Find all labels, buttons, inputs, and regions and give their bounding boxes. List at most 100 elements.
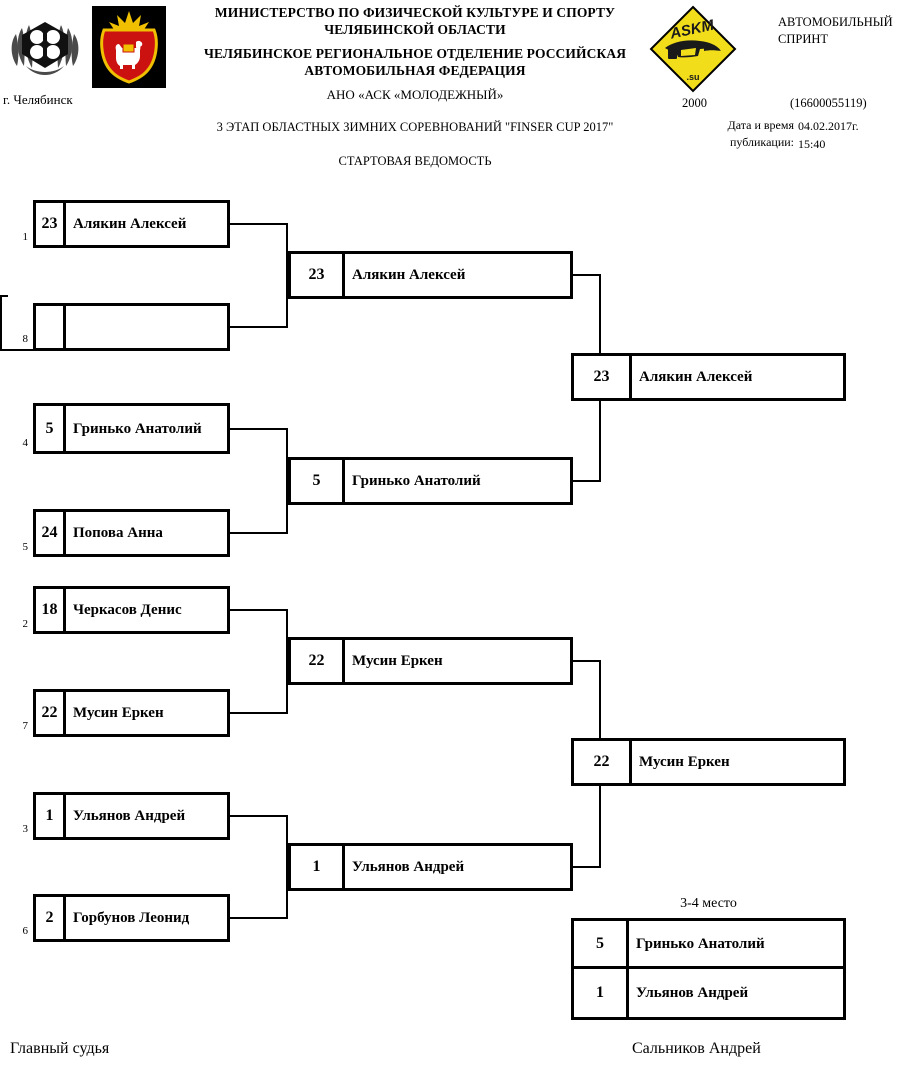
seed-label-4: 4 [22, 437, 29, 449]
judge-name: Сальников Андрей [632, 1040, 761, 1057]
seed-label-7: 7 [22, 720, 29, 732]
connector-r2-4-out [571, 866, 601, 868]
match-r2-4-number: 1 [291, 846, 345, 888]
seed-label-2: 2 [22, 618, 29, 630]
connector-r2-3-out [571, 660, 601, 662]
match-r1-3[interactable]: 5 Гринько Анатолий [33, 403, 230, 454]
seed-label-5: 5 [22, 541, 29, 553]
left-edge-connector-bottom [0, 349, 64, 351]
match-r1-1[interactable]: 23 Алякин Алексей [33, 200, 230, 248]
match-r2-2-name: Гринько Анатолий [352, 473, 481, 489]
match-r1-7-number: 1 [36, 795, 66, 837]
match-r1-1-name: Алякин Алексей [73, 216, 187, 232]
match-r1-2[interactable] [33, 303, 230, 351]
connector-r1-5-out [230, 609, 288, 611]
publication-label-line2: публикации: [729, 135, 794, 149]
match-r3-2-number: 22 [574, 741, 632, 783]
match-r3-1-number: 23 [574, 356, 632, 398]
match-r1-8[interactable]: 2 Горбунов Леонид [33, 894, 230, 942]
match-r2-4[interactable]: 1 Ульянов Андрей [288, 843, 573, 891]
organization-name: АНО «АСК «МОЛОДЕЖНЫЙ» [326, 87, 504, 102]
discipline-line1: АВТОМОБИЛЬНЫЙ [778, 15, 893, 29]
seed-label-8: 8 [22, 333, 29, 345]
ministry-title-line1: МИНИСТЕРСТВО ПО ФИЗИЧЕСКОЙ КУЛЬТУРЕ И СП… [214, 5, 616, 20]
document-header: г. Челябинск МИНИСТЕРСТВО ПО ФИЗИЧЕСКОЙ … [0, 0, 900, 175]
match-r2-3-number: 22 [291, 640, 345, 682]
place34-row-4th-name: Ульянов Андрей [636, 985, 749, 1001]
federation-title-line2: АВТОМОБИЛЬНАЯ ФЕДЕРАЦИЯ [304, 63, 526, 78]
match-r3-2[interactable]: 22 Мусин Еркен [571, 738, 846, 786]
match-r1-7[interactable]: 1 Ульянов Андрей [33, 792, 230, 840]
connector-r1-8-out [230, 917, 288, 919]
judge-role-label: Главный судья [10, 1040, 110, 1057]
match-r2-1[interactable]: 23 Алякин Алексей [288, 251, 573, 299]
ministry-emblem-logo [6, 8, 84, 86]
match-r1-2-name [66, 306, 227, 348]
left-edge-connector-vertical [0, 295, 2, 351]
connector-pair-d-vertical [286, 815, 288, 919]
match-r3-2-name: Мусин Еркен [639, 754, 730, 770]
connector-r1-3-out [230, 428, 288, 430]
seed-label-3: 3 [22, 823, 29, 835]
match-r1-4[interactable]: 24 Попова Анна [33, 509, 230, 557]
publication-time: 15:40 [798, 137, 826, 151]
match-r1-8-number: 2 [36, 897, 66, 939]
match-r2-3[interactable]: 22 Мусин Еркен [288, 637, 573, 685]
connector-pair-a-vertical [286, 223, 288, 328]
match-r1-6-number: 22 [36, 692, 66, 734]
askm-logo: ASKM .su [648, 4, 738, 94]
federation-title-line1: ЧЕЛЯБИНСКОЕ РЕГИОНАЛЬНОЕ ОТДЕЛЕНИЕ РОССИ… [203, 46, 627, 61]
discipline-title: АВТОМОБИЛЬНЫЙ СПРИНТ [778, 14, 900, 48]
place34-table[interactable]: 5 Гринько Анатолий 1 Ульянов Андрей [571, 918, 846, 1020]
match-r1-2-number [36, 306, 66, 348]
match-r2-2[interactable]: 5 Гринько Анатолий [288, 457, 573, 505]
connector-r1-7-out [230, 815, 288, 817]
connector-r1-2-out [230, 326, 288, 328]
event-title: 3 ЭТАП ОБЛАСТНЫХ ЗИМНИХ СОРЕВНОВАНИЙ "FI… [216, 120, 614, 134]
connector-r1-6-out [230, 712, 288, 714]
match-r2-1-name: Алякин Алексей [352, 267, 466, 283]
match-r1-5-name: Черкасов Денис [73, 602, 182, 618]
match-r2-4-name: Ульянов Андрей [352, 859, 465, 875]
place34-row-3rd-name: Гринько Анатолий [636, 935, 765, 952]
publication-label-line1: Дата и время [727, 118, 794, 132]
ministry-title-line2: ЧЕЛЯБИНСКОЙ ОБЛАСТИ [324, 22, 506, 37]
place34-row-3rd[interactable]: 5 Гринько Анатолий [574, 921, 843, 969]
seed-label-6: 6 [22, 925, 29, 937]
match-r1-3-name: Гринько Анатолий [73, 420, 202, 437]
left-edge-connector-top [0, 295, 8, 297]
connector-pair-c-vertical [286, 609, 288, 714]
connector-r2-2-out [571, 480, 601, 482]
code-number: 2000 [682, 96, 707, 110]
chelyabinsk-coat-of-arms [92, 6, 166, 88]
city-label: г. Челябинск [3, 92, 73, 107]
code-registry: (16600055119) [790, 96, 867, 110]
connector-r1-4-out [230, 532, 288, 534]
connector-pair-b-vertical [286, 428, 288, 534]
match-r2-3-name: Мусин Еркен [352, 653, 443, 669]
match-r1-3-number: 5 [36, 406, 66, 451]
match-r2-1-number: 23 [291, 254, 345, 296]
match-r1-1-number: 23 [36, 203, 66, 245]
connector-r2-1-out [571, 274, 601, 276]
match-r1-7-name: Ульянов Андрей [73, 808, 186, 824]
discipline-line2: СПРИНТ [778, 32, 829, 46]
match-r2-2-number: 5 [291, 460, 345, 502]
match-r1-8-name: Горбунов Леонид [73, 910, 190, 926]
match-r1-6-name: Мусин Еркен [73, 705, 164, 721]
place34-row-4th[interactable]: 1 Ульянов Андрей [574, 969, 843, 1017]
match-r1-5[interactable]: 18 Черкасов Денис [33, 586, 230, 634]
match-r3-1[interactable]: 23 Алякин Алексей [571, 353, 846, 401]
connector-r1-1-out [230, 223, 288, 225]
match-r1-4-number: 24 [36, 512, 66, 554]
place34-title: 3-4 место [680, 896, 737, 911]
tournament-bracket: 1 8 4 5 2 7 3 6 23 Алякин Алексей 5 Грин… [0, 175, 900, 1035]
publication-date: 04.02.2017г. [798, 119, 859, 133]
document-footer: Главный судья Сальников Андрей [0, 1040, 900, 1076]
match-r1-4-name: Попова Анна [73, 525, 163, 541]
place34-row-4th-number: 1 [574, 969, 629, 1017]
header-center-block: МИНИСТЕРСТВО ПО ФИЗИЧЕСКОЙ КУЛЬТУРЕ И СП… [160, 4, 670, 169]
place34-row-3rd-number: 5 [574, 921, 629, 966]
match-r1-6[interactable]: 22 Мусин Еркен [33, 689, 230, 737]
seed-label-1: 1 [22, 231, 29, 243]
